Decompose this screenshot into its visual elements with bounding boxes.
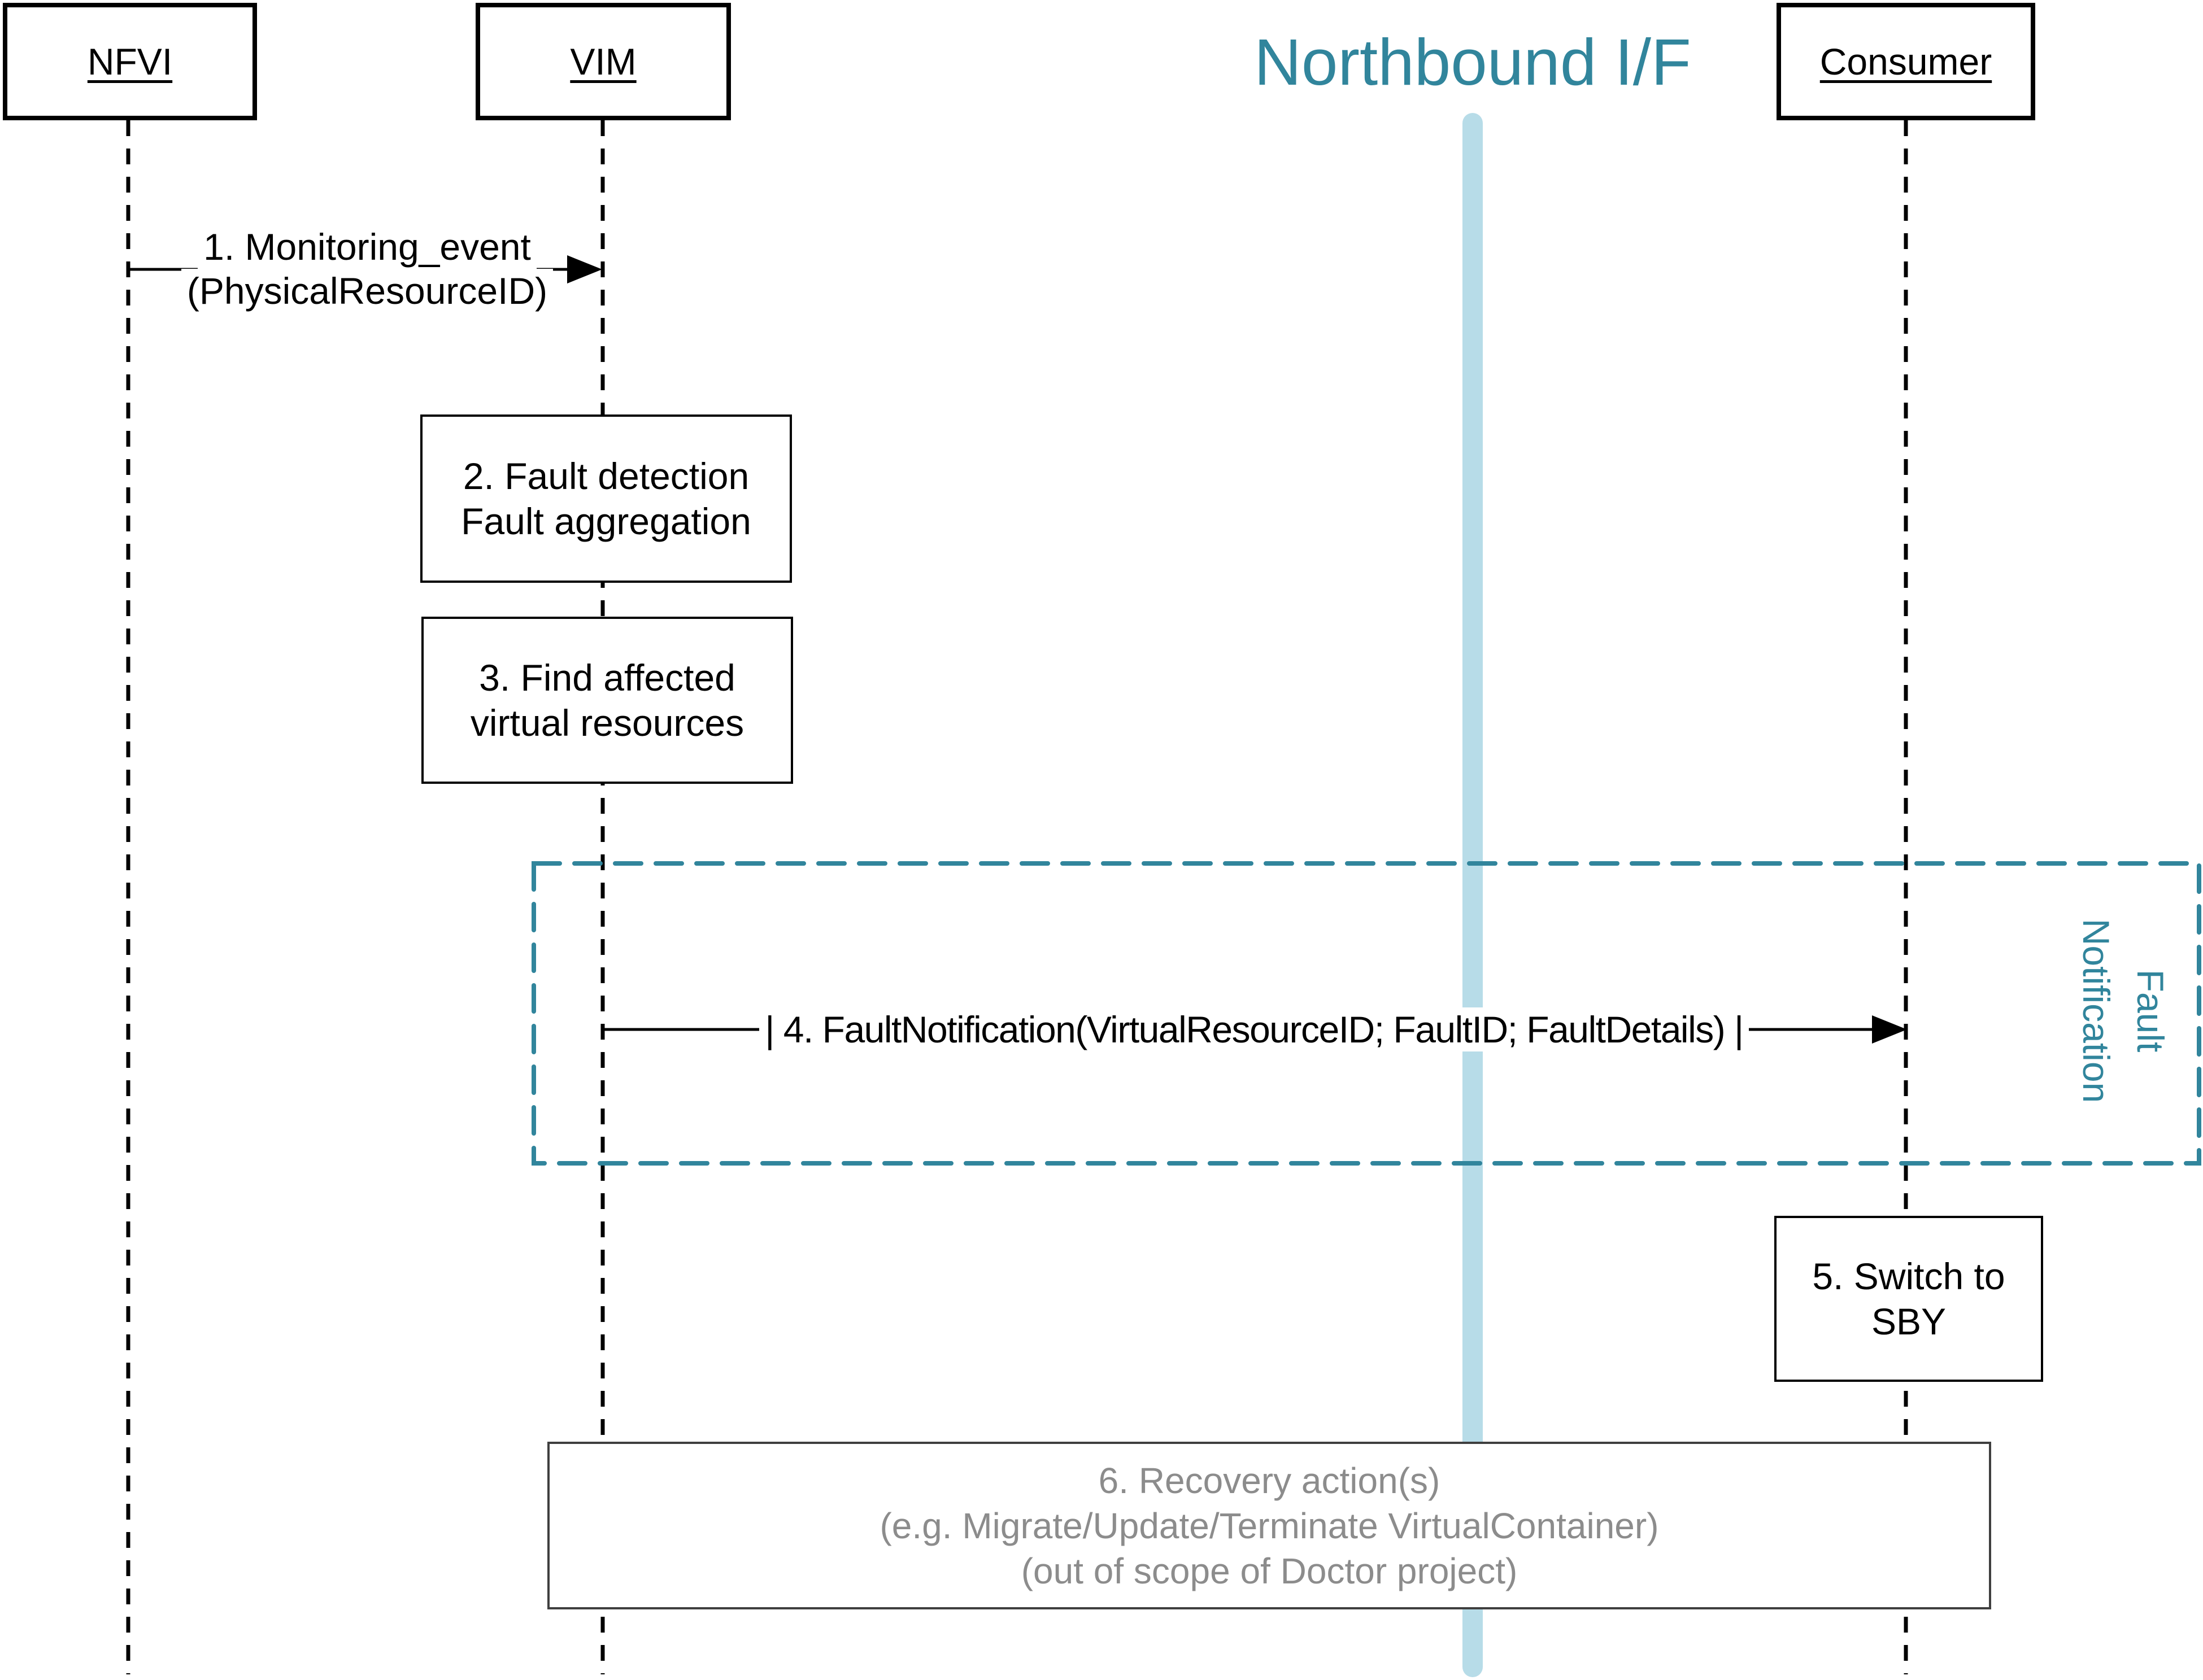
message1-label-line1: 1. Monitoring_event [198,225,537,269]
activity-3-line1: 3. Find affected [479,657,735,699]
message4-arrowhead-icon [1872,1015,1907,1044]
actor-box-nfvi: NFVI [3,3,257,120]
actor-label-consumer: Consumer [1819,41,1992,82]
message4-label: | 4. FaultNotification(VirtualResourceID… [604,1007,1904,1051]
activity-3-line2: virtual resources [470,702,745,744]
fault-notification-group-label: Fault Notification [2066,841,2181,1180]
northbound-title: Northbound I/F [1254,25,1691,99]
message1-arrowhead-icon [567,255,602,283]
activity-6-line1: 6. Recovery action(s) [1098,1460,1440,1501]
activity-6-line2: (e.g. Migrate/Update/Terminate VirtualCo… [880,1505,1659,1546]
activity-box-3-find-affected: 3. Find affected virtual resources [421,617,793,784]
fault-notification-group-box [532,861,2201,1166]
fault-notification-label-line1: Fault [2130,969,2171,1053]
actor-label-vim: VIM [570,41,637,82]
activity-box-6-recovery-action: 6. Recovery action(s) (e.g. Migrate/Upda… [547,1442,1991,1609]
activity-5-line2: SBY [1871,1301,1947,1342]
actor-box-consumer: Consumer [1777,3,2035,120]
actor-label-nfvi: NFVI [87,41,173,82]
activity-2-line2: Fault aggregation [461,500,751,542]
activity-2-line1: 2. Fault detection [463,455,750,497]
activity-box-5-switch-to-sby: 5. Switch to SBY [1774,1216,2043,1382]
actor-box-vim: VIM [476,3,731,120]
activity-box-2-fault-detection: 2. Fault detection Fault aggregation [420,414,792,583]
activity-6-line3: (out of scope of Doctor project) [1021,1550,1518,1591]
message4-label-text: | 4. FaultNotification(VirtualResourceID… [759,1007,1749,1051]
message1-label: 1. Monitoring_event (PhysicalResourceID) [153,225,582,313]
activity-5-line1: 5. Switch to [1812,1255,2005,1297]
message1-label-line2: (PhysicalResourceID) [181,269,554,313]
fault-notification-label-line2: Notification [2075,918,2117,1103]
